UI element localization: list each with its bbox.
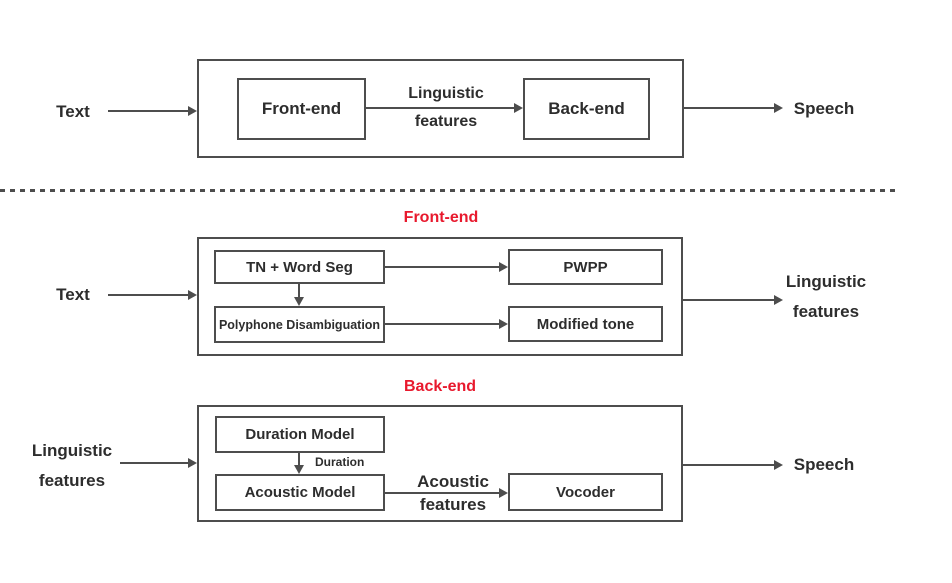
- overview-input-label: Text: [56, 102, 90, 121]
- frontend-input-arrow: [108, 290, 197, 300]
- overview-output-label: Speech: [793, 99, 855, 118]
- tn-to-polyphone-arrow: [294, 284, 304, 306]
- backend-output-arrow: [683, 460, 783, 470]
- frontend-box: Front-end: [237, 78, 366, 140]
- frontend-output-label-line2: features: [792, 302, 860, 321]
- section-divider: [0, 189, 896, 192]
- overview-arrow-label-line2: features: [414, 113, 478, 130]
- polyphone-disambiguation-box: Polyphone Disambiguation: [214, 306, 385, 343]
- duration-model-box: Duration Model: [215, 416, 385, 453]
- modified-tone-box: Modified tone: [508, 306, 663, 342]
- acoustic-model-box: Acoustic Model: [215, 474, 385, 511]
- duration-arrow-label: Duration: [315, 455, 365, 469]
- frontend-input-label: Text: [56, 285, 90, 304]
- tn-to-pwpp-arrow: [385, 262, 508, 272]
- backend-input-label-line1: Linguistic: [31, 441, 113, 460]
- polyphone-to-modified-tone-arrow: [385, 319, 508, 329]
- backend-input-label-line2: features: [38, 471, 106, 490]
- overview-arrow-label-line1: Linguistic: [408, 85, 484, 102]
- pwpp-box: PWPP: [508, 249, 663, 285]
- backend-title: Back-end: [403, 378, 477, 395]
- frontend-title: Front-end: [403, 209, 479, 226]
- vocoder-box: Vocoder: [508, 473, 663, 511]
- overview-linguistic-features-arrow: [366, 103, 523, 113]
- tn-word-seg-box: TN + Word Seg: [214, 250, 385, 284]
- backend-output-label: Speech: [793, 455, 855, 474]
- backend-box: Back-end: [523, 78, 650, 140]
- frontend-output-arrow: [683, 295, 783, 305]
- duration-model-to-acoustic-model-arrow: [294, 453, 304, 474]
- acoustic-features-label-line1: Acoustic: [417, 472, 489, 491]
- acoustic-to-vocoder-arrow: [385, 488, 508, 498]
- overview-input-arrow: [108, 106, 197, 116]
- acoustic-features-label-line2: features: [419, 495, 487, 514]
- overview-output-arrow: [684, 103, 783, 113]
- frontend-output-label-line1: Linguistic: [785, 272, 867, 291]
- backend-input-arrow: [120, 458, 197, 468]
